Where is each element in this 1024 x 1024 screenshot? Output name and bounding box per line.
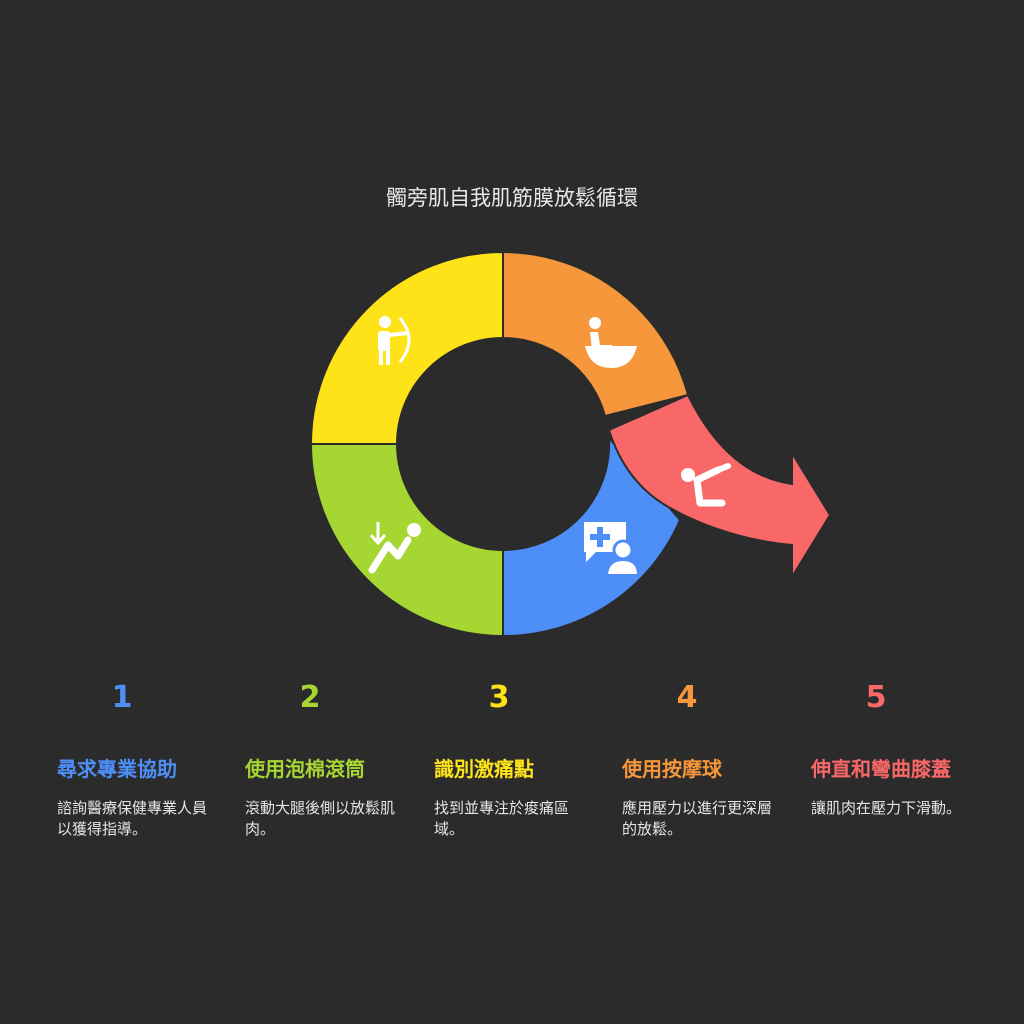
diagram-title: 髑旁肌自我肌筋膜放鬆循環: [386, 186, 638, 210]
massage-ball-icon: [585, 317, 637, 368]
foam-roll-icon: [368, 522, 421, 574]
step-heading: 尋求專業協助: [57, 757, 177, 781]
step-number: 4: [676, 680, 698, 715]
step-heading: 識別激痛點: [434, 757, 534, 781]
archer-target-icon: [378, 316, 411, 365]
step-1: 1 尋求專業協助 諮詢醫療保健專業人員以獲得指導。: [57, 680, 227, 840]
medical-consult-icon: [584, 522, 640, 576]
step-heading: 使用泡棉滾筒: [245, 757, 365, 781]
step-description: 讓肌肉在壓力下滑動。: [811, 799, 962, 817]
step-description: 找到並專注於痠痛區域。: [434, 799, 570, 838]
step-number: 2: [299, 680, 321, 715]
knee-bend-icon: [681, 463, 731, 507]
step-heading: 使用按摩球: [622, 757, 722, 781]
step-description: 諮詢醫療保健專業人員以獲得指導。: [57, 799, 208, 838]
step-number: 3: [488, 680, 510, 715]
step-description: 滾動大腿後側以放鬆肌肉。: [245, 799, 396, 838]
step-4: 4 使用按摩球 應用壓力以進行更深層的放鬆。: [622, 680, 792, 840]
step-5: 5 伸直和彎曲膝蓋 讓肌肉在壓力下滑動。: [811, 680, 981, 819]
step-number: 5: [865, 680, 887, 715]
step-3: 3 識別激痛點 找到並專注於痠痛區域。: [434, 680, 604, 840]
segment-red-arrow: [607, 393, 832, 581]
step-2: 2 使用泡棉滾筒 滾動大腿後側以放鬆肌肉。: [245, 680, 415, 840]
step-heading: 伸直和彎曲膝蓋: [811, 757, 951, 781]
step-description: 應用壓力以進行更深層的放鬆。: [622, 799, 773, 838]
step-number: 1: [111, 680, 133, 715]
